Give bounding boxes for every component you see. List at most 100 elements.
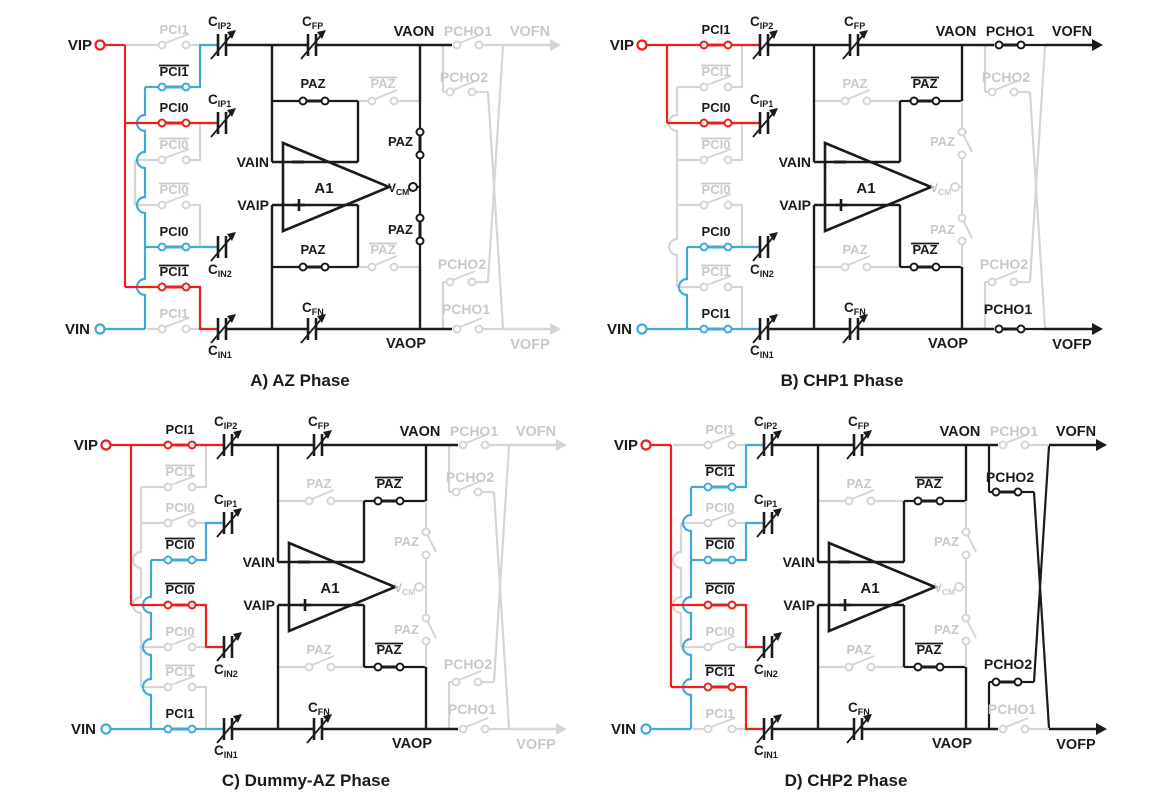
label-pci0-bar: PCI0 [166, 582, 195, 597]
vcm-node [950, 182, 960, 192]
label-vip: VIP [68, 37, 92, 54]
pcho1-switch-top [480, 440, 490, 450]
label-pci0: PCI0 [702, 224, 731, 239]
paz-switch-upper [320, 96, 330, 106]
switch-pci0-bar-row5 [157, 193, 191, 210]
switch-pci0-row3 [703, 511, 737, 528]
label-cfp: CFP [844, 14, 865, 31]
pazbar-switch-lower [935, 662, 945, 672]
pcho1-switch-bottom [474, 324, 484, 334]
label-paz-vert-lower: PAZ [930, 222, 955, 237]
cross-line-down [486, 91, 505, 329]
pcho1-switch-bottom [480, 724, 490, 734]
blue-rail [677, 247, 689, 329]
blue-rail [141, 560, 153, 729]
label-paz-vert-lower: PAZ [388, 222, 413, 237]
label-vain: VAIN [237, 154, 269, 170]
label-vin: VIN [65, 321, 90, 338]
vip-node [640, 439, 652, 451]
label-paz-vert-upper: PAZ [394, 534, 419, 549]
switch-pci0-bar-row4 [703, 555, 737, 565]
label-cip2: CIP2 [754, 414, 777, 431]
label-vofn: VOFN [1056, 424, 1096, 440]
label-paz-upper: PAZ [842, 76, 867, 91]
cap-cin1 [210, 314, 236, 344]
switch-pci1-bar-row2 [699, 75, 733, 92]
label-pci1-bar: PCI1 [166, 464, 195, 479]
switch-pci0-row3 [699, 118, 733, 128]
label-vcm: VCM [394, 581, 415, 597]
label-vofn: VOFN [510, 24, 550, 40]
pcho1-switch-top [1016, 40, 1026, 50]
switch-pci1-bar-row2 [703, 482, 737, 492]
label-vaip: VAIP [243, 597, 275, 613]
switch-pci0-bar-row5 [703, 600, 737, 610]
switch-pci0-row6 [703, 635, 737, 652]
label-pazbar-upper: PAZ [912, 76, 937, 91]
label-cip2: CIP2 [750, 14, 773, 31]
label-pci1: PCI1 [702, 306, 731, 321]
switch-pci1-row1 [699, 40, 733, 50]
switch-pci1-bar-row2 [157, 82, 191, 92]
switch-pci1-row8 [703, 717, 737, 734]
caption-c: C) Dummy-AZ Phase [222, 771, 390, 790]
pazbar-switch-lower [395, 662, 405, 672]
cross-line-up [1028, 45, 1047, 283]
label-cip1: CIP1 [750, 92, 773, 109]
label-pci0: PCI0 [706, 500, 735, 515]
label-pci1-bar: PCI1 [166, 664, 195, 679]
label-paz-lower: PAZ [306, 642, 331, 657]
label-pazbar-upper: PAZ [370, 76, 395, 91]
cross-line-down [1028, 91, 1047, 329]
label-pci0-bar: PCI0 [166, 537, 195, 552]
label-vofn: VOFN [1052, 24, 1092, 40]
label-paz-lower: PAZ [842, 242, 867, 257]
cross-line-up [492, 445, 511, 683]
cross-line-down [492, 491, 511, 729]
label-vip: VIP [74, 437, 98, 454]
pcho2-switch-top [1009, 87, 1019, 97]
vin-node [640, 723, 652, 735]
label-pcho2-bottom: PCHO2 [438, 256, 486, 272]
gray-rail [671, 523, 683, 647]
label-vofp: VOFP [516, 737, 556, 753]
label-cfn: CFN [302, 300, 324, 317]
label-pcho1-bottom: PCHO1 [442, 301, 490, 317]
paz-vert-upper [415, 150, 425, 160]
label-pazbar-upper: PAZ [376, 476, 401, 491]
paz-switch-lower [866, 662, 876, 672]
label-cfn: CFN [848, 700, 870, 717]
amplifier [287, 541, 399, 633]
switch-pci0-bar-row4 [157, 148, 191, 165]
switch-pci0-bar-row4 [163, 555, 197, 565]
switch-pci1-row8 [699, 324, 733, 334]
label-vaip: VAIP [783, 597, 815, 613]
cross-line-down [1032, 491, 1051, 729]
label-amp: A1 [860, 580, 879, 597]
cap-cin2 [210, 232, 236, 262]
label-pci0-bar: PCI0 [706, 537, 735, 552]
cross-line-up [1032, 445, 1051, 683]
label-cfp: CFP [302, 14, 323, 31]
amplifier [827, 541, 939, 633]
label-cip1: CIP1 [214, 492, 237, 509]
vip-node [100, 439, 112, 451]
vcm-node [414, 582, 424, 592]
paz-vert-lower [957, 236, 967, 246]
label-paz-lower: PAZ [846, 642, 871, 657]
caption-a: A) AZ Phase [250, 371, 350, 390]
switch-pci1-bar-row7 [157, 282, 191, 292]
gray-rail [667, 87, 679, 287]
pcho2-switch-top [1013, 487, 1023, 497]
pcho1-switch-bottom [1016, 324, 1026, 334]
vcm-node [954, 582, 964, 592]
label-pcho1-bottom: PCHO1 [448, 701, 496, 717]
label-paz-vert-upper: PAZ [388, 134, 413, 149]
label-vcm: VCM [930, 181, 951, 197]
switch-pci0-bar-row4 [699, 148, 733, 165]
switch-pci0-row6 [163, 635, 197, 652]
label-paz-upper: PAZ [306, 476, 331, 491]
